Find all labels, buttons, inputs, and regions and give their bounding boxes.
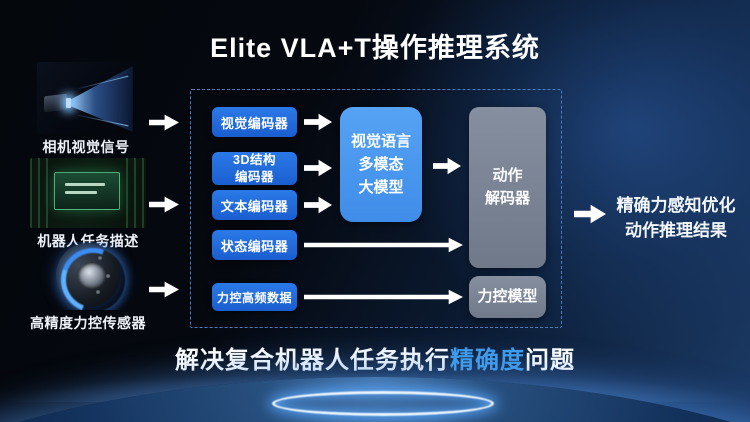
sensor-bolt	[106, 274, 110, 278]
encoder-box-3d-structure: 3D结构 编码器	[212, 152, 297, 185]
robot-task-screen-image	[30, 158, 146, 228]
camera-lens-glow	[66, 98, 71, 108]
page-title: Elite VLA+T操作推理系统	[210, 33, 540, 63]
input-label: 相机视觉信号	[42, 139, 130, 155]
input-label: 高精度力控传感器	[30, 315, 146, 331]
sensor-bolt	[98, 256, 102, 260]
sensor-bolt	[96, 290, 100, 294]
encoder-box-state: 状态编码器	[212, 230, 297, 260]
encoder-box-text: 文本编码器	[212, 190, 297, 220]
glow-ring	[272, 391, 494, 416]
pipeline-panel	[190, 89, 562, 328]
hologram-panel	[54, 172, 120, 210]
slogan-highlight: 精确度	[450, 347, 525, 374]
server-rack-texture	[126, 158, 146, 228]
force-sensor-image	[38, 242, 138, 310]
input-force-sensor: 高精度力控传感器	[22, 242, 154, 333]
action-decoder-box: 动作 解码器	[469, 107, 546, 268]
force-data-box: 力控高频数据	[212, 283, 297, 311]
panel-text-line	[65, 183, 105, 186]
camera-beam-image	[37, 62, 135, 134]
vlm-model-box: 视觉语言 多模态 大模型	[340, 107, 422, 222]
output-result-text: 精确力感知优化 动作推理结果	[616, 196, 736, 240]
slogan-suffix: 问题	[525, 347, 575, 374]
panel-text-line	[65, 191, 97, 194]
camera-icon	[44, 93, 67, 113]
encoder-box-vision: 视觉编码器	[212, 107, 297, 137]
force-model-box: 力控模型	[469, 276, 546, 318]
slogan: 解决复合机器人任务执行精确度问题	[0, 340, 750, 375]
slogan-prefix: 解决复合机器人任务执行	[175, 347, 450, 374]
arrow-right-icon	[149, 114, 179, 131]
sensor-hub	[78, 263, 106, 289]
server-rack-texture	[30, 158, 50, 228]
input-task-description: 机器人任务描述	[22, 158, 154, 251]
input-label: 机器人任务描述	[37, 233, 139, 249]
input-camera-signal: 相机视觉信号	[20, 62, 152, 157]
